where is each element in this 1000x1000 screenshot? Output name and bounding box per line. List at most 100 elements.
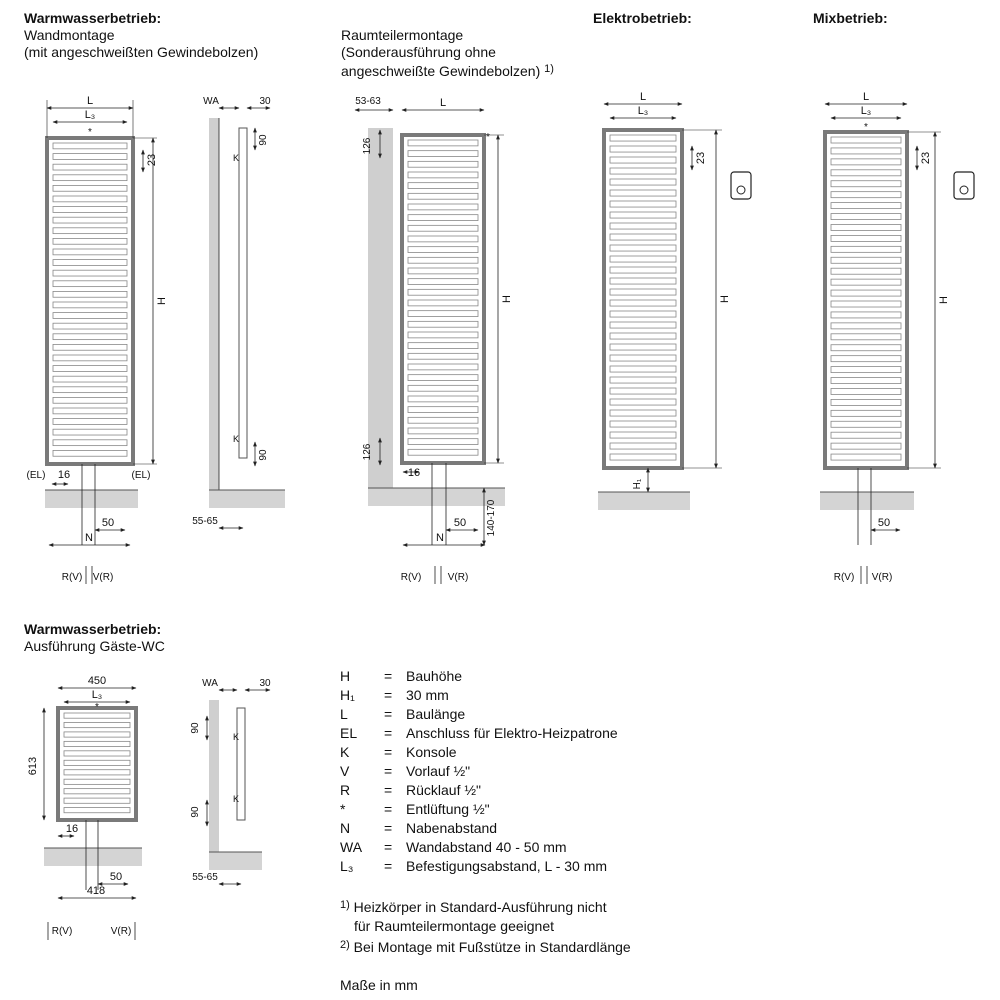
radiator-tube [52,365,128,372]
radiator-tube [407,395,479,403]
dimension-label: L [640,91,646,103]
radiator-tube [407,331,479,339]
dimension-label: V(R) [93,572,114,583]
radiator-tube [52,439,128,447]
legend-txt: 30 mm [406,687,449,703]
radiator-tube [52,142,128,150]
dimension-label: H [501,295,513,303]
dimension-label: L [87,95,93,107]
radiator-tube [830,377,902,384]
radiator-tube [609,200,677,208]
radiator-tube [830,278,902,286]
dimension-label: N [436,532,444,544]
dimension-label: L₃ [85,109,96,121]
dimension-label: 53-63 [355,96,381,107]
radiator-tube [407,150,479,157]
radiator-tube [407,278,479,285]
dimension-label: K [233,732,239,742]
dimension-label: 140-170 [486,499,497,536]
radiator-tube [52,386,128,394]
radiator-tube [407,139,479,147]
radiator-tube [52,259,128,266]
radiator-tube [407,256,479,264]
radiator-tube [52,354,128,362]
legend-eq: = [384,839,393,855]
radiator-tube [609,387,677,395]
radiator-tube [609,277,677,285]
radiator-tube [52,227,128,235]
dimension-label: * [486,132,490,143]
legend-sym: * [340,801,346,817]
radiator-guest-wc [56,706,138,822]
radiator-tube [830,202,902,210]
dimension-label: R(V) [62,572,83,583]
radiator-tube [609,343,677,351]
legend-eq: = [384,820,393,836]
radiator-tube [609,365,677,373]
legend-txt: Wandabstand 40 - 50 mm [406,839,567,855]
radiator-tube [830,322,902,330]
dimension-label: 126 [362,137,373,154]
dimension-label: 55-65 [192,872,218,883]
footnote-2: 2) Bei Montage mit Fußstütze in Standard… [340,939,631,955]
radiator-tube [830,289,902,297]
radiator-tube [830,245,902,253]
radiator-tube [52,163,128,171]
radiator-tube [52,449,128,457]
radiator-tube [609,409,677,417]
legend-sym: WA [340,839,363,855]
legend-eq: = [384,706,393,722]
dimension-label: 126 [362,443,373,460]
floor-side [209,490,285,508]
dimension-label: V(R) [111,926,132,937]
radiator-tube [63,807,131,814]
radiator-tube [407,160,479,168]
dimension-label: 450 [88,675,106,687]
dimension-label: 613 [27,757,39,775]
radiator-tube [609,376,677,384]
dimension-label: 90 [258,134,269,146]
legend-eq: = [384,763,393,779]
legend-sym: V [340,763,350,779]
radiator-tube [52,237,128,245]
floor-room [368,488,505,506]
radiator-tube [830,147,902,155]
radiator-tube [609,178,677,186]
dimension-label: 30 [259,678,271,689]
radiator-tube [52,206,128,213]
radiator-tube [609,266,677,274]
dimension-label: (EL) [27,470,46,481]
dimension-label: L [863,91,869,103]
dimension-label: 418 [87,885,105,897]
radiator-tube [407,416,479,424]
legend-eq: = [384,744,393,760]
dimension-label: 50 [110,871,122,883]
dimension-label: 16 [408,467,420,479]
radiator-tube [830,355,902,363]
radiator-tube [63,740,131,747]
radiator-tube [407,374,479,381]
radiator-tube [407,352,479,360]
legend-sym: K [340,744,350,760]
radiator-tube [63,778,131,785]
radiator-tube [407,406,479,413]
legend-sym: L [340,706,348,722]
radiator-tube [52,216,128,224]
radiator-tube [609,189,677,197]
wall-guest [209,700,219,860]
radiator-tube [609,354,677,362]
dimension-label: 90 [258,449,269,461]
radiator-tube [830,158,902,166]
radiator-tube [407,384,479,392]
radiator-tube [830,224,902,231]
legend-eq: = [384,858,393,874]
legend-sym: N [340,820,351,836]
room-divider-subtitle-1: (Sonderausführung ohne [341,44,496,60]
radiator-tube [52,269,128,277]
dimension-label: K [233,434,239,444]
radiator-tube [407,224,479,232]
radiator-room-divider [400,133,486,465]
footnote-1-line-2: für Raumteilermontage geeignet [354,918,555,934]
elektro-title: Elektrobetrieb: [593,10,692,26]
